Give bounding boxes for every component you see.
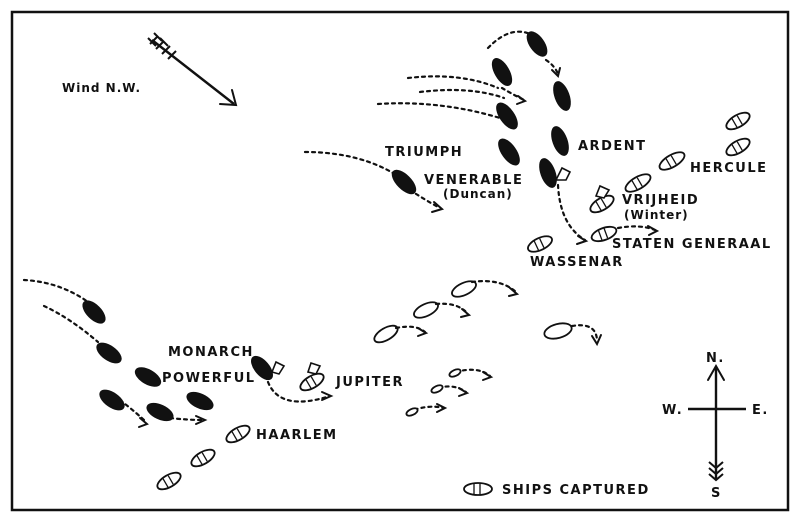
british-ship (186, 391, 214, 411)
legend: SHIPS CAPTURED (463, 482, 650, 498)
captured-ship-haarlem (225, 424, 251, 444)
wind-arrow-icon (147, 32, 238, 107)
flag-icon (306, 361, 322, 375)
north-arrowhead-icon (707, 363, 725, 381)
dutch-ships-middle (373, 280, 602, 417)
captured-ship-jupiter (299, 372, 325, 392)
flag-icon (554, 166, 572, 181)
british-north-tracks (303, 30, 587, 242)
british-ship (553, 81, 571, 111)
dutch-ships-south (156, 361, 325, 491)
label-duncan: (Duncan) (443, 187, 513, 201)
captured-ship (190, 448, 216, 468)
wind-label: Wind N.W. (62, 81, 141, 95)
british-ship (526, 31, 548, 57)
label-ardent: ARDENT (578, 139, 647, 154)
captured-ship-hercule (658, 151, 686, 171)
british-ship (99, 389, 125, 411)
british-ships-south (82, 300, 286, 422)
british-ship (96, 342, 122, 364)
british-ship-ardent (551, 126, 569, 156)
british-ship (134, 367, 162, 387)
label-staten-generaal: STATEN GENERAAL (612, 237, 772, 252)
british-ship-venerable (539, 158, 557, 188)
british-ship (146, 402, 174, 422)
british-ship (391, 169, 417, 195)
label-venerable: VENERABLE (424, 173, 523, 188)
british-ship-monarch (251, 355, 273, 381)
label-triumph: TRIUMPH (385, 145, 463, 160)
british-ship (496, 102, 518, 130)
map-frame (10, 10, 790, 512)
label-vrijheid: VRIJHEID (622, 193, 699, 208)
compass-north: N. (706, 351, 725, 366)
captured-ship-wassenar (527, 235, 553, 253)
compass-west: W. (662, 403, 683, 418)
british-ship (82, 300, 106, 324)
label-winter: (Winter) (624, 208, 689, 222)
british-ships-north (391, 31, 572, 195)
british-ship-triumph (498, 138, 520, 166)
label-jupiter: JUPITER (335, 375, 404, 390)
british-ship (491, 58, 513, 86)
label-monarch: MONARCH (168, 345, 254, 360)
label-hercule: HERCULE (690, 161, 768, 176)
flag-icon (594, 184, 611, 199)
label-powerful: POWERFUL (162, 371, 256, 386)
label-wassenar: WASSENAR (530, 255, 624, 270)
dutch-ships-north (527, 111, 751, 253)
compass-south: S (711, 486, 722, 501)
flag-icon (270, 360, 286, 375)
south-feather-icon (708, 461, 724, 482)
compass: N. S W. E. (662, 351, 769, 501)
track-arrowheads (431, 67, 589, 245)
captured-ship-icon (463, 482, 493, 496)
captured-ship-icon (725, 111, 751, 131)
compass-east: E. (752, 403, 769, 418)
captured-ship-staten-generaal (590, 225, 618, 243)
captured-ship (156, 471, 182, 491)
captured-ship-icon (725, 137, 751, 157)
captured-ship-vrijheid (589, 194, 615, 214)
captured-ship (624, 173, 652, 193)
legend-label: SHIPS CAPTURED (502, 483, 650, 498)
label-haarlem: HAARLEM (256, 428, 338, 443)
